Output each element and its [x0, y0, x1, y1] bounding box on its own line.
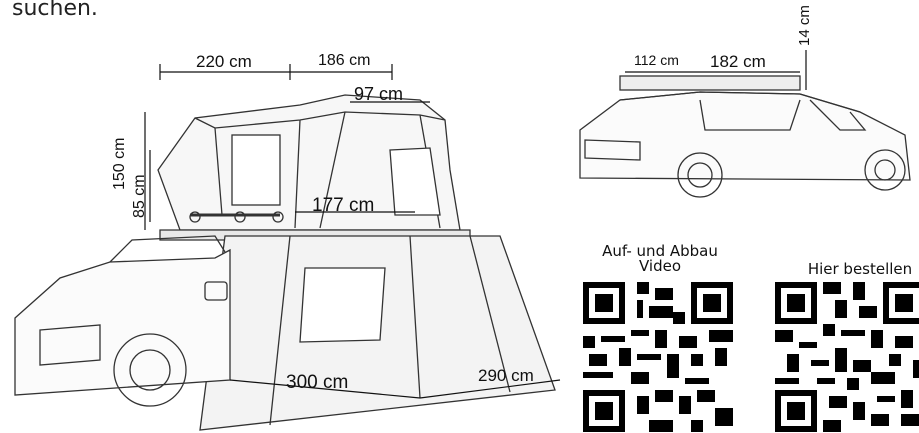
- dim-annex-depth: 290 cm: [478, 366, 534, 385]
- dim-extension: 186 cm: [318, 52, 371, 69]
- rooftop-tent-drawing: [157, 94, 471, 241]
- dim-roof-width: 97 cm: [354, 84, 404, 104]
- intro-text: suchen.: [12, 0, 98, 21]
- dim-annex-length: 300 cm: [286, 372, 349, 393]
- qr-caption-order-line1: Hier bestellen: [807, 260, 913, 278]
- dim-length-closed: 220 cm: [196, 52, 252, 71]
- dim-inner-width: 177 cm: [312, 195, 375, 216]
- qr-code-icon[interactable]: [775, 282, 919, 432]
- offroad-vehicle-drawing: [14, 235, 231, 407]
- qr-caption-order: Hier bestellen: [790, 262, 919, 277]
- dim-suv-height: 14 cm: [796, 5, 813, 46]
- suv-drawing: [579, 75, 911, 198]
- qr-caption-video: Auf- und Abbau Video: [590, 244, 730, 274]
- qr-caption-video-line1: Auf- und Abbau: [602, 242, 718, 260]
- dim-height-side: 85 cm: [131, 174, 148, 218]
- qr-code-icon[interactable]: [583, 282, 733, 432]
- annex-room-drawing: [199, 235, 556, 431]
- qr-caption-video-line2: Video: [638, 257, 682, 275]
- dim-suv-length: 182 cm: [710, 52, 766, 71]
- dim-height-open: 150 cm: [111, 137, 128, 190]
- dimension-lines: [144, 50, 807, 399]
- dim-suv-length-front: 112 cm: [634, 52, 679, 68]
